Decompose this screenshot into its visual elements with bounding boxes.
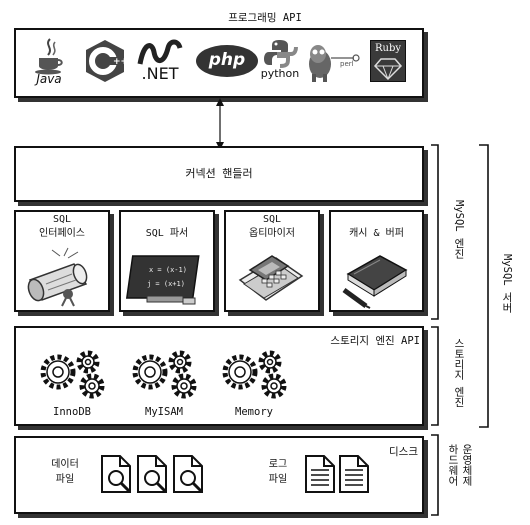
disk-title: 디스크 — [389, 446, 418, 458]
os-hw-label-2: 하드웨어 — [447, 444, 459, 486]
svg-text:j = (x+1): j = (x+1) — [147, 280, 185, 288]
perl-label: perl — [340, 60, 354, 68]
chalkboard-icon: x = (x-1) j = (x+1) — [125, 255, 200, 305]
data-file-search-icon — [173, 455, 204, 494]
gears-icon-memory — [222, 350, 287, 399]
python-logo: python — [260, 38, 300, 86]
mysql-server-label: MySQL 서버 — [501, 254, 513, 313]
sql-parser-label-2: SQL 파서 — [145, 228, 189, 239]
connection-handler-box — [14, 146, 424, 202]
log-files-label-1: 로그 — [268, 459, 288, 470]
storage-engine-bracket — [431, 326, 439, 426]
dotnet-label: .NET — [141, 64, 179, 83]
java-cup-icon — [35, 38, 63, 75]
sql-interface-label-2: 인터페이스 — [39, 228, 85, 239]
double-arrow-icon — [216, 98, 224, 150]
ruby-logo: Ruby — [370, 40, 406, 82]
api-title: 프로그래밍 API — [228, 12, 302, 24]
storage-engine-api-box — [14, 326, 424, 426]
gears-icon-innodb — [40, 350, 105, 399]
log-files-label-2: 파일 — [268, 474, 288, 485]
svg-text:++: ++ — [113, 57, 128, 67]
java-logo: Java — [30, 36, 68, 88]
log-file-icon — [305, 455, 335, 493]
php-label: php — [208, 50, 246, 70]
sql-interface-label-1: SQL — [52, 214, 72, 225]
memory-label: Memory — [235, 406, 273, 418]
python-snake-icon — [264, 40, 298, 68]
data-file-search-icon — [101, 455, 132, 494]
php-logo: php — [195, 44, 259, 78]
data-file-search-icon — [137, 455, 168, 494]
php-ellipse-icon — [196, 45, 258, 77]
perl-logo: perl — [306, 40, 364, 84]
log-file-icon — [339, 455, 369, 493]
os-hw-label-1: 운영체제 — [461, 444, 473, 486]
data-files-label-1: 데이터 — [51, 459, 79, 470]
innodb-label: InnoDB — [53, 406, 91, 418]
scroll-icon — [27, 247, 88, 307]
calculator-icon — [238, 255, 304, 301]
mysql-engine-label: MySQL 엔진 — [453, 200, 465, 259]
python-label: python — [260, 67, 300, 80]
gears-icon-myisam — [132, 350, 197, 399]
cpp-logo: ++ — [84, 38, 128, 84]
java-label: Java — [36, 72, 62, 86]
sql-optimizer-label-2: 옵티마이저 — [249, 228, 295, 239]
data-files-label-2: 파일 — [55, 474, 75, 485]
dotnet-wave-icon — [137, 39, 183, 65]
mysql-engine-bracket — [431, 144, 439, 320]
sql-optimizer-label-1: SQL — [262, 214, 282, 225]
dotnet-logo: .NET — [134, 38, 186, 86]
storage-api-title: 스토리지 엔진 API — [330, 335, 420, 347]
connection-handler-label: 커넥션 핸들러 — [185, 167, 253, 180]
myisam-label: MyISAM — [145, 406, 183, 418]
cpp-hexagon-icon: ++ — [86, 40, 128, 82]
book-pen-icon — [342, 255, 408, 309]
perl-camel-icon — [309, 45, 360, 82]
ruby-gem-icon — [373, 58, 403, 81]
mysql-server-bracket — [479, 144, 489, 428]
ruby-label: Ruby — [374, 43, 402, 54]
storage-engine-label: 스토리지 엔진 — [453, 338, 465, 408]
cache-buffer-label-2: 캐시 & 버퍼 — [349, 228, 404, 239]
os-hw-bracket — [431, 434, 439, 516]
svg-text:x = (x-1): x = (x-1) — [149, 266, 187, 274]
